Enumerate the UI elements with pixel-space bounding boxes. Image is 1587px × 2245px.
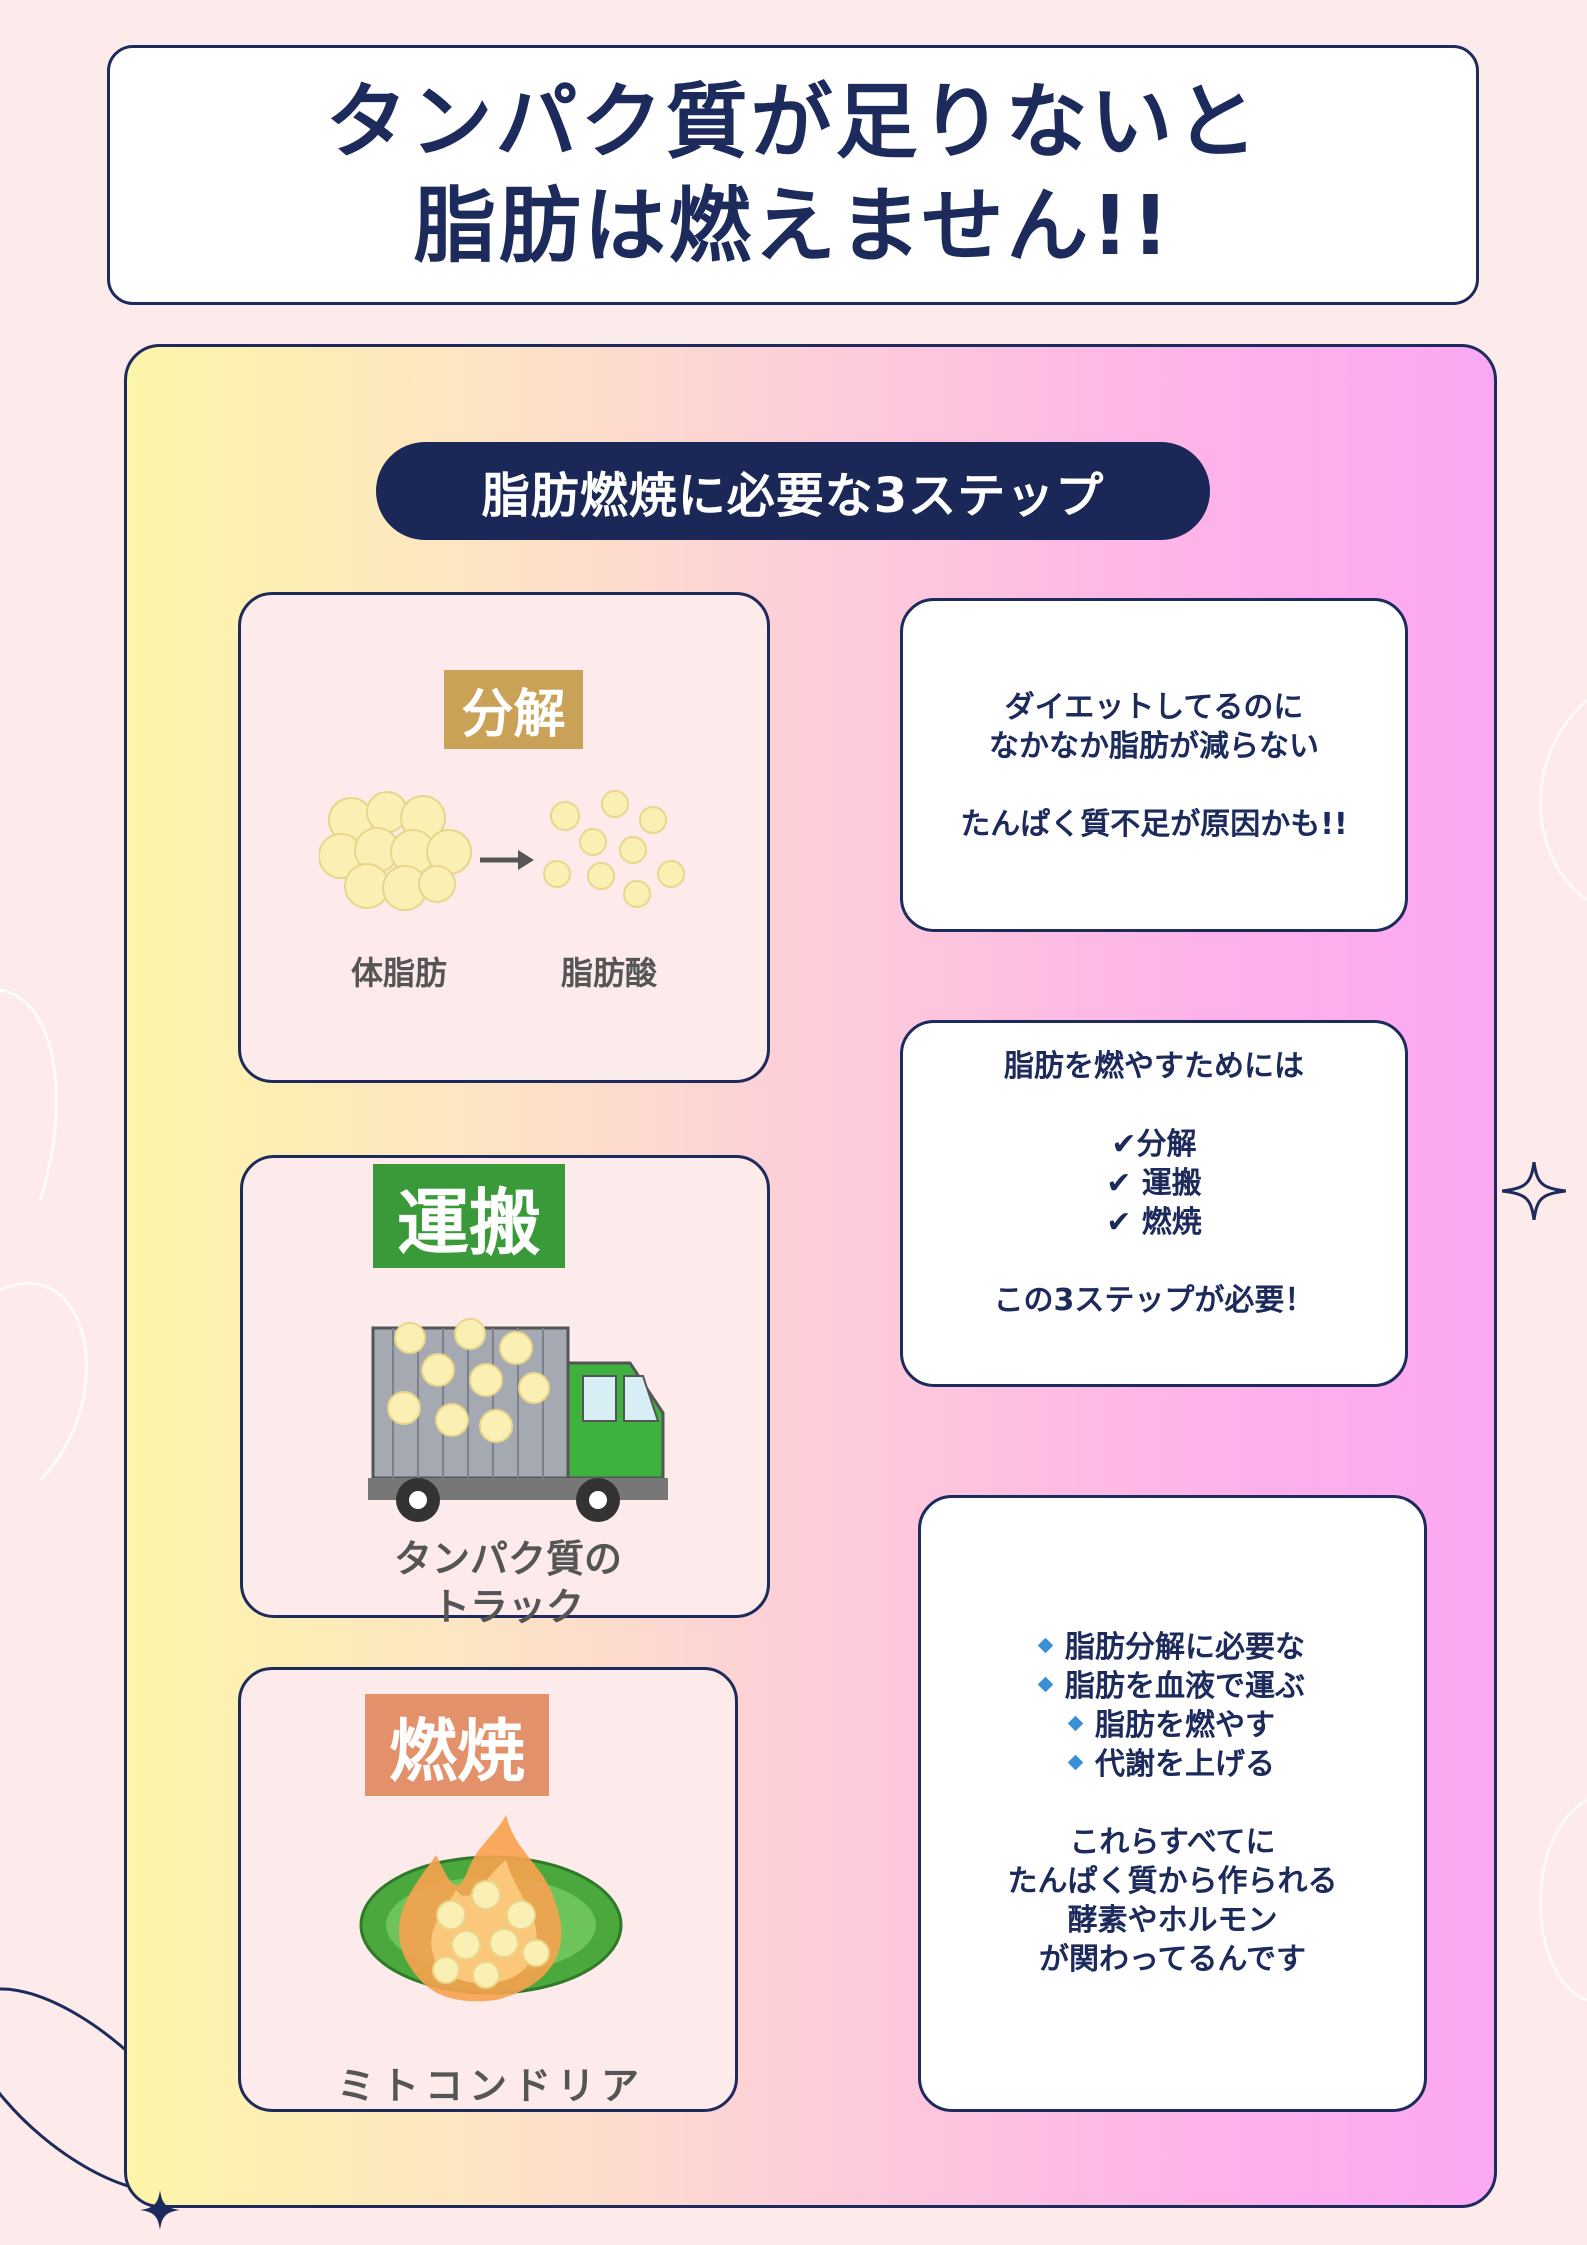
message-card-1 xyxy=(900,598,1408,932)
message-card-2-text: 脂肪を燃やすためには ✔分解 ✔ 運搬 ✔ 燃焼 この3ステップが必要！ xyxy=(900,1047,1408,1320)
burn-badge: 燃焼 xyxy=(365,1694,549,1796)
breakdown-badge: 分解 xyxy=(444,670,583,749)
title-line-1: タンパク質が足りないと xyxy=(325,75,1261,170)
transport-caption-line-2: トラック xyxy=(431,1585,584,1629)
diamond-bullet-icon xyxy=(1067,1754,1084,1771)
diamond-bullet-icon xyxy=(1037,1676,1054,1693)
message-card-2 xyxy=(900,1020,1408,1387)
mitochondria-fire-icon xyxy=(359,1815,623,2002)
transport-badge: 運搬 xyxy=(373,1164,565,1268)
arrow-right-icon xyxy=(480,850,534,870)
body-fat-label: 体脂肪 xyxy=(350,954,447,992)
subtitle-pill: 脂肪燃焼に必要な3ステップ xyxy=(376,442,1210,540)
closing-line-3: 酵素やホルモン xyxy=(1067,1903,1278,1938)
title-card: タンパク質が足りないと 脂肪は燃えません!! xyxy=(107,45,1479,305)
message-1-line-1: ダイエットしてるのに xyxy=(1004,690,1304,725)
title-line-2: 脂肪は燃えません!! xyxy=(413,179,1173,274)
transport-caption-line-1: タンパク質の xyxy=(393,1537,622,1581)
check-item-burn: ✔ 燃焼 xyxy=(1106,1205,1202,1240)
fatty-acid-label: 脂肪酸 xyxy=(560,954,657,992)
bullet-item: 脂肪分解に必要な xyxy=(918,1628,1427,1667)
message-1-line-2: なかなか脂肪が減らない xyxy=(989,729,1319,764)
fatty-acids-icon xyxy=(543,790,685,908)
sparkle-icon xyxy=(1502,1162,1566,1220)
message-1-line-3: たんぱく質不足が原因かも!! xyxy=(960,807,1348,842)
bullet-item: 脂肪を血液で運ぶ xyxy=(918,1667,1427,1706)
burn-card: 燃焼 ミトコンドリア xyxy=(238,1667,738,2112)
message-2-intro: 脂肪を燃やすためには xyxy=(1004,1049,1304,1084)
message-2-outro: この3ステップが必要！ xyxy=(993,1283,1315,1318)
closing-line-2: たんぱく質から作られる xyxy=(1007,1864,1338,1899)
message-card-3 xyxy=(918,1495,1427,2112)
diamond-bullet-icon xyxy=(1067,1715,1084,1732)
bullet-item: 脂肪を燃やす xyxy=(918,1706,1427,1745)
mitochondria-label: ミトコンドリア xyxy=(336,2064,645,2108)
transport-card: 運搬 タンパク質の トラック xyxy=(240,1155,770,1629)
check-item-transport: ✔ 運搬 xyxy=(1106,1166,1202,1201)
diamond-bullet-icon xyxy=(1037,1637,1054,1654)
message-card-1-text: ダイエットしてるのに なかなか脂肪が減らない たんぱく質不足が原因かも!! xyxy=(900,688,1408,844)
bullet-item: 代謝を上げる xyxy=(918,1745,1427,1784)
breakdown-card: 分解 体脂肪 脂肪酸 xyxy=(238,592,770,1083)
closing-line-4: が関わってるんです xyxy=(1039,1942,1306,1977)
closing-line-1: これらすべてに xyxy=(1069,1825,1276,1860)
message-card-3-text: 脂肪分解に必要な 脂肪を血液で運ぶ 脂肪を燃やす 代謝を上げる これらすべてに … xyxy=(918,1628,1427,1979)
check-item-breakdown: ✔分解 xyxy=(1111,1127,1197,1162)
fat-cells-icon xyxy=(319,791,472,911)
truck-icon xyxy=(368,1318,668,1522)
sparkle-icon xyxy=(140,2190,180,2230)
